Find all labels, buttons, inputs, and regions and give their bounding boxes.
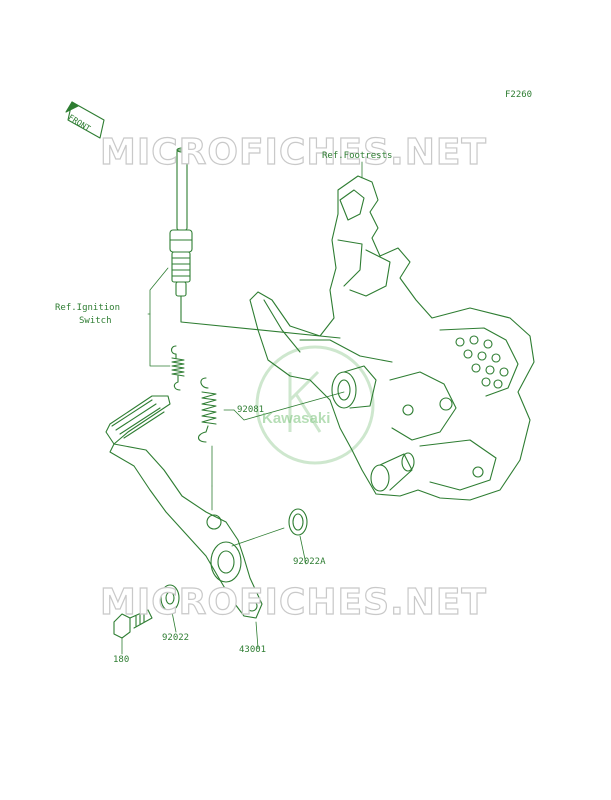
label-ref-ignition-line1: Ref.Ignition [55, 303, 121, 313]
watermark-bottom: MICROFICHES.NET [99, 581, 487, 623]
leader-lines [121, 161, 363, 655]
watermark-top: MICROFICHES.NET [99, 131, 487, 173]
washer-92022a [288, 508, 308, 536]
brake-light-switch [169, 147, 341, 339]
brake-pedal [105, 395, 263, 619]
label-part-92022: 92022 [162, 633, 190, 643]
pivot-boss [331, 365, 377, 409]
label-ref-footrests: Ref.Footrests [322, 151, 393, 161]
label-part-180: 180 [113, 655, 130, 665]
label-ref-ignition-line2: Switch [79, 316, 112, 326]
pivot-shaft [370, 452, 415, 492]
label-part-43001: 43001 [239, 645, 267, 655]
kawasaki-logo-watermark [255, 345, 375, 465]
footrest-bracket [249, 175, 535, 501]
figure-code: F2260 [505, 90, 533, 100]
washer-92022 [160, 584, 180, 612]
label-part-92081: 92081 [237, 405, 265, 415]
front-arrow-icon [65, 101, 105, 139]
watermark-logo-text: Kawasaki [262, 410, 331, 427]
bolt-180 [113, 609, 153, 639]
return-spring [197, 377, 217, 443]
switch-spring [170, 345, 185, 391]
label-part-92022a: 92022A [293, 557, 326, 567]
